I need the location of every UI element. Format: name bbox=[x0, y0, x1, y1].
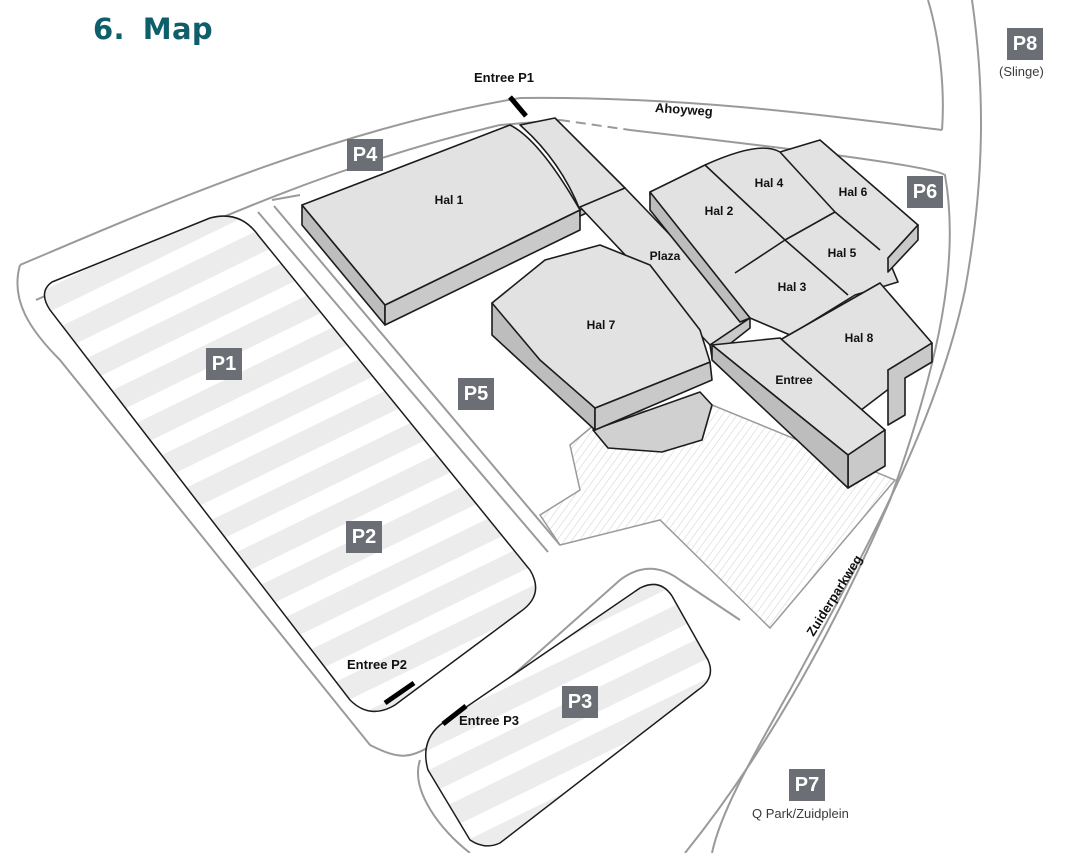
ahoyweg-north-edge bbox=[19, 96, 943, 266]
parking-p8-note: (Slinge) bbox=[999, 64, 1044, 79]
hal2-hal3-divider bbox=[734, 239, 786, 274]
hal-cluster-side bbox=[649, 191, 751, 323]
entrance-p3-label: Entree P3 bbox=[459, 713, 519, 728]
building-label-hal3: Hal 3 bbox=[777, 280, 807, 294]
entrance-p1-marker bbox=[508, 95, 528, 118]
zuiderparkweg-edge bbox=[629, 129, 951, 853]
building-label-hal1: Hal 1 bbox=[434, 193, 464, 207]
parking-badge-p1: P1 bbox=[206, 348, 242, 380]
road-p5-path-2 bbox=[273, 205, 561, 546]
parking-p7-note: Q Park/Zuidplein bbox=[752, 806, 849, 821]
hal4-hal6-divider bbox=[779, 151, 836, 213]
entree-side bbox=[711, 344, 849, 489]
road-p5-path bbox=[257, 211, 549, 553]
road-ring-west bbox=[16, 264, 741, 757]
parking-badge-p5: P5 bbox=[458, 378, 494, 410]
ahoyweg-dashed-link bbox=[559, 119, 631, 131]
entrance-p2-label: Entree P2 bbox=[347, 657, 407, 672]
hal5-hal6-divider bbox=[834, 211, 881, 251]
hal7-terrace bbox=[592, 391, 713, 453]
section-title: Map bbox=[142, 12, 213, 46]
parking-badge-p8: P8 bbox=[1007, 28, 1043, 60]
parking-badge-p2: P2 bbox=[346, 521, 382, 553]
building-label-hal4: Hal 4 bbox=[754, 176, 784, 190]
building-label-hal6: Hal 6 bbox=[838, 185, 868, 199]
building-label-hal7: Hal 7 bbox=[586, 318, 616, 332]
section-number: 6. bbox=[93, 12, 125, 46]
road-lower-edge bbox=[417, 759, 471, 853]
entrance-markers bbox=[383, 95, 528, 726]
hal7-roof bbox=[491, 244, 711, 409]
parking-badge-p3: P3 bbox=[562, 686, 598, 718]
parking-badge-p4: P4 bbox=[347, 139, 383, 171]
building-label-plaza: Plaza bbox=[649, 249, 681, 263]
buildings bbox=[301, 117, 933, 489]
road-p4-edge bbox=[271, 194, 301, 201]
parking-badge-p7: P7 bbox=[789, 769, 825, 801]
building-label-hal5: Hal 5 bbox=[827, 246, 857, 260]
hal8-front bbox=[887, 342, 933, 426]
hal4-hal5-divider bbox=[784, 211, 836, 241]
road-p8-inner-edge bbox=[927, 0, 944, 131]
road-network bbox=[16, 0, 983, 853]
entrance-p2-marker bbox=[383, 680, 416, 706]
building-label-entree: Entree bbox=[775, 373, 813, 387]
hal3-hal5-divider bbox=[784, 239, 849, 296]
entrance-p3-marker bbox=[441, 704, 468, 726]
building-label-hal8: Hal 8 bbox=[844, 331, 874, 345]
page-title: 6. Map bbox=[93, 12, 213, 46]
hal-cluster-roof bbox=[649, 139, 919, 336]
hal2-hal4-divider bbox=[704, 164, 786, 241]
parking-lot-p1-p2 bbox=[43, 215, 537, 713]
building-label-hal2: Hal 2 bbox=[704, 204, 734, 218]
hal-cluster-front bbox=[887, 224, 919, 273]
parking-badge-p6: P6 bbox=[907, 176, 943, 208]
entrance-p1-label: Entree P1 bbox=[474, 70, 534, 85]
